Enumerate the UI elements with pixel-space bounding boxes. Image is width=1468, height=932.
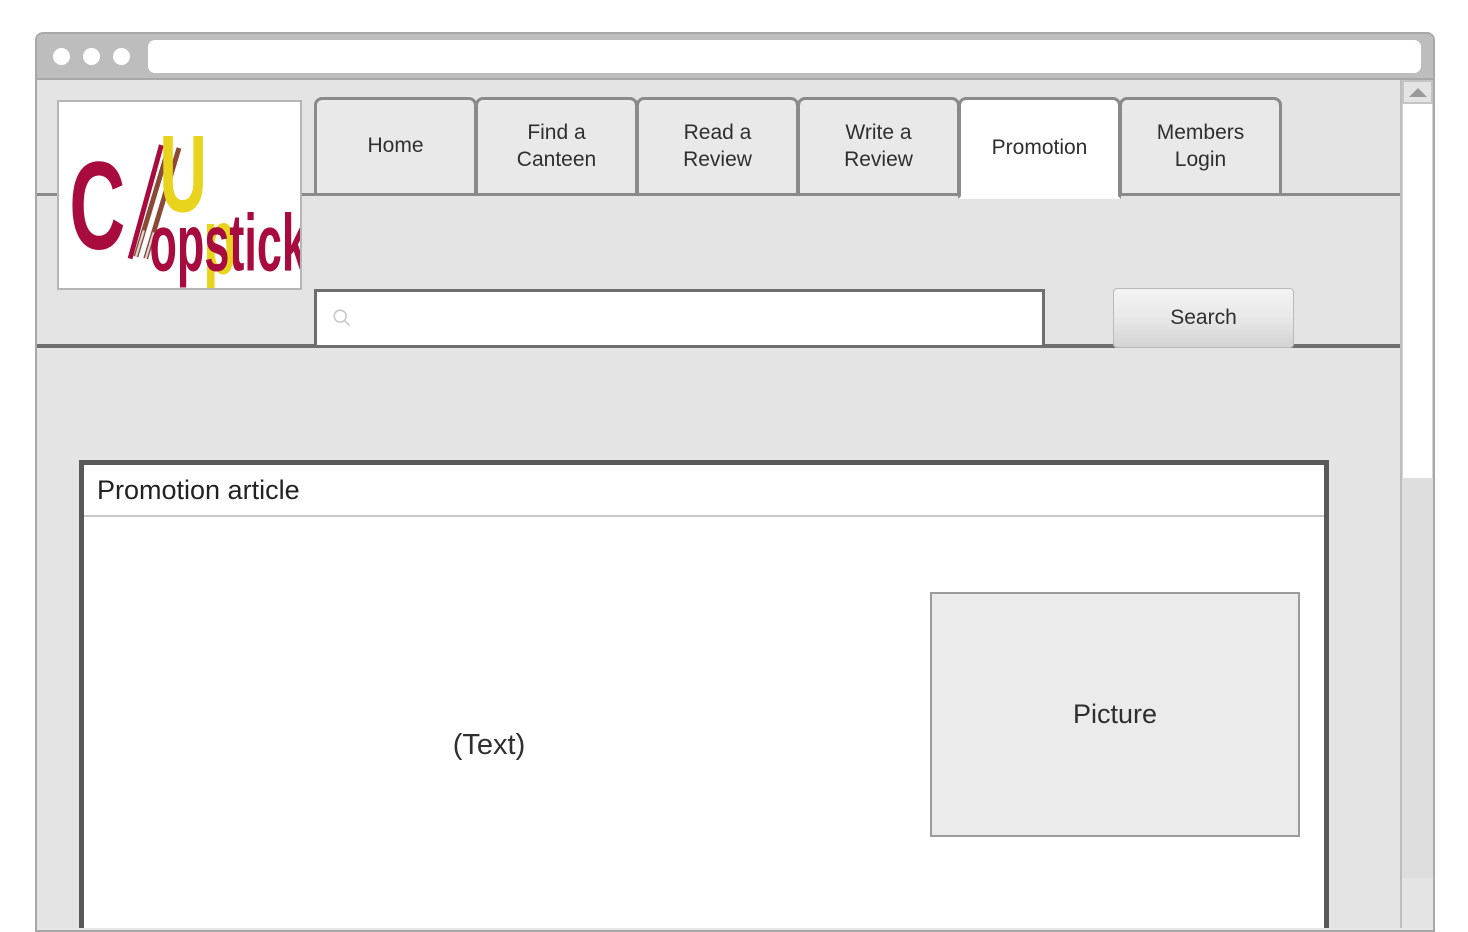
article-picture-placeholder-label: Picture: [1072, 699, 1158, 729]
triangle-up-icon: [1408, 87, 1427, 97]
tab-members-login[interactable]: Members Login: [1119, 97, 1282, 196]
article-picture-placeholder: Picture: [930, 592, 1300, 837]
tab-promotion-label: Promotion: [991, 135, 1088, 159]
svg-text:opsticks: opsticks: [149, 198, 300, 288]
tab-promotion[interactable]: Promotion: [958, 97, 1121, 199]
browser-titlebar: [37, 34, 1433, 80]
tab-read-a-review-label: Read a Review: [683, 120, 752, 171]
tab-write-a-review[interactable]: Write a Review: [797, 97, 960, 196]
search-button[interactable]: Search: [1113, 288, 1294, 348]
svg-text:C: C: [69, 137, 125, 276]
tab-find-a-canteen[interactable]: Find a Canteen: [475, 97, 638, 196]
browser-window: C U p opsticks: [35, 32, 1435, 932]
tab-find-a-canteen-label: Find a Canteen: [516, 120, 597, 171]
main-navigation-tabs: Home Find a Canteen Read a Review: [314, 97, 1282, 199]
content-area: Promotion article (Text) Picture: [37, 348, 1433, 928]
panel-body: (Text) Picture: [84, 517, 1324, 928]
tab-home[interactable]: Home: [314, 97, 477, 196]
scroll-up-button[interactable]: [1402, 80, 1433, 104]
site-header: C U p opsticks: [37, 80, 1433, 348]
tab-write-a-review-label: Write a Review: [844, 120, 913, 171]
window-control-dot-2[interactable]: [83, 47, 100, 65]
panel-title-text: Promotion article: [97, 474, 300, 505]
window-control-dot-1[interactable]: [53, 47, 70, 65]
site-logo[interactable]: C U p opsticks: [57, 100, 302, 290]
search-button-label: Search: [1170, 306, 1237, 329]
scrollbar-track[interactable]: [1402, 478, 1433, 878]
search-icon: [333, 309, 351, 327]
promotion-article-panel: Promotion article (Text) Picture: [79, 460, 1329, 928]
page-viewport: C U p opsticks: [37, 80, 1433, 928]
svg-text:p: p: [203, 189, 236, 288]
address-bar-input[interactable]: [148, 39, 1421, 73]
search-input[interactable]: [314, 288, 1045, 348]
scrollbar-thumb[interactable]: [1402, 104, 1433, 478]
panel-title: Promotion article: [84, 465, 1324, 517]
vertical-scrollbar[interactable]: [1400, 80, 1433, 928]
window-controls: [53, 47, 130, 65]
tab-home-label: Home: [367, 134, 424, 158]
tab-members-login-label: Members Login: [1156, 120, 1245, 171]
window-control-dot-3[interactable]: [113, 47, 130, 65]
svg-text:U: U: [159, 113, 207, 235]
tab-read-a-review[interactable]: Read a Review: [636, 97, 799, 196]
search-row: Search: [314, 288, 1403, 348]
article-text-placeholder: (Text): [84, 517, 894, 928]
article-text-placeholder-label: (Text): [452, 728, 526, 761]
chopsticks-logo-icon: C U p opsticks: [69, 113, 300, 288]
